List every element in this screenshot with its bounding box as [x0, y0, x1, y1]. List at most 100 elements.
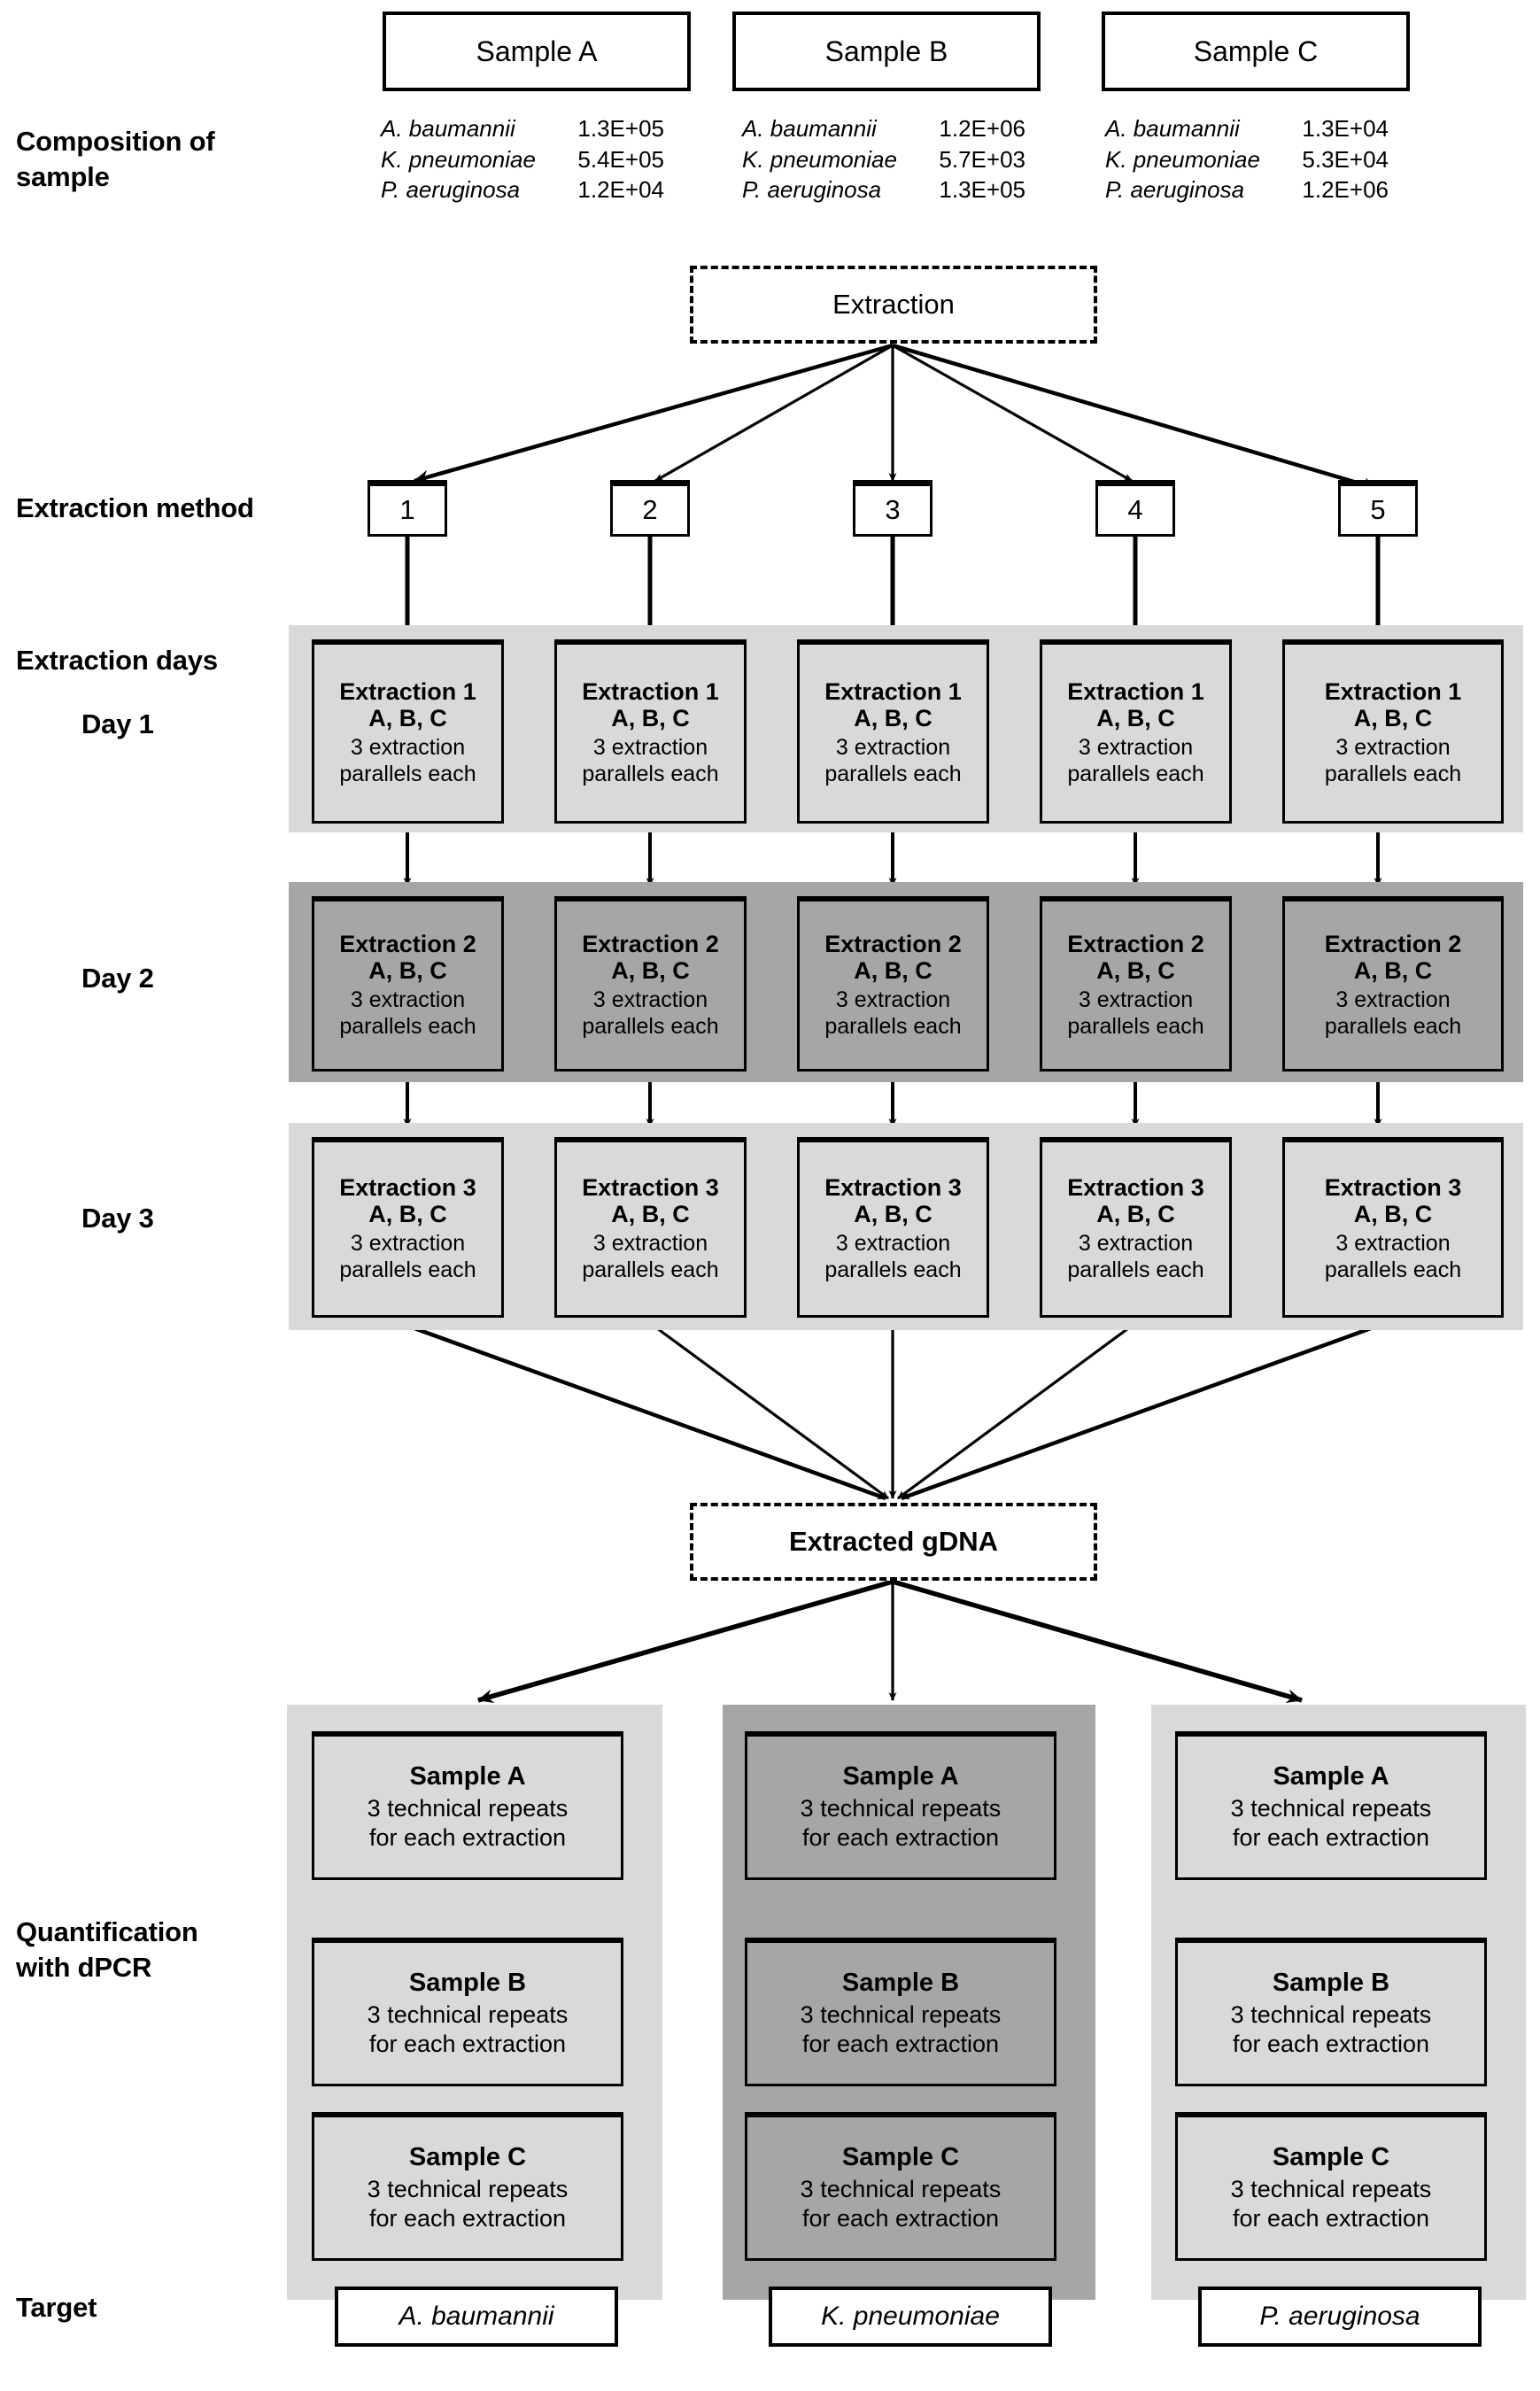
extracted-gdna-node[interactable]: Extracted gDNA	[690, 1503, 1097, 1581]
extraction-box-day2-method5[interactable]: Extraction 2 A, B, C 3 extraction parall…	[1282, 896, 1504, 1072]
composition-list-sample-c: A. baumannii 1.3E+04 K. pneumoniae 5.3E+…	[1105, 113, 1389, 205]
extraction-box-note-line2: parallels each	[339, 1257, 476, 1282]
quantification-box-note-line1: 3 technical repeats	[367, 2001, 569, 2029]
sample-box-b[interactable]: Sample B	[732, 12, 1041, 91]
extraction-box-samples: A, B, C	[854, 1201, 933, 1227]
quantification-box-col3-sample-c[interactable]: Sample C 3 technical repeats for each ex…	[1175, 2112, 1487, 2261]
quantification-box-note-line2: for each extraction	[801, 1824, 1000, 1852]
target-label: P. aeruginosa	[1259, 2302, 1420, 2331]
day2-to-day3-arrows	[403, 1082, 1382, 1127]
extraction-box-title: Extraction 1	[824, 677, 962, 705]
quantification-box-note-line2: for each extraction	[801, 2031, 1000, 2058]
extraction-box-samples: A, B, C	[1353, 1201, 1433, 1227]
quantification-band-column-2	[723, 1705, 1095, 2300]
target-box-k-pneumoniae[interactable]: K. pneumoniae	[769, 2287, 1052, 2347]
quantification-box-col1-sample-b[interactable]: Sample B 3 technical repeats for each ex…	[312, 1938, 623, 2086]
extraction-box-day3-method2[interactable]: Extraction 3 A, B, C 3 extraction parall…	[554, 1137, 747, 1318]
extraction-box-day2-method3[interactable]: Extraction 2 A, B, C 3 extraction parall…	[797, 896, 989, 1072]
extraction-method-box-4[interactable]: 4	[1095, 480, 1175, 537]
row-label-extraction-days: Extraction days	[16, 645, 218, 676]
row-label-extraction-method: Extraction method	[16, 492, 254, 523]
composition-row: P. aeruginosa 1.3E+05	[742, 174, 1025, 205]
extraction-method-label: 2	[642, 494, 658, 525]
extraction-box-day3-method5[interactable]: Extraction 3 A, B, C 3 extraction parall…	[1282, 1137, 1504, 1318]
extraction-box-day3-method3[interactable]: Extraction 3 A, B, C 3 extraction parall…	[797, 1137, 989, 1318]
extraction-box-note-line1: 3 extraction	[835, 1231, 951, 1257]
extraction-box-note-line2: parallels each	[1324, 1013, 1462, 1039]
extraction-box-title: Extraction 1	[1067, 677, 1204, 705]
quantification-box-note-line2: for each extraction	[1232, 2031, 1430, 2058]
sample-box-c[interactable]: Sample C	[1102, 12, 1410, 91]
extraction-day-band-1	[289, 625, 1523, 832]
extraction-box-day1-method3[interactable]: Extraction 1 A, B, C 3 extraction parall…	[797, 639, 989, 824]
quantification-box-col1-sample-c[interactable]: Sample C 3 technical repeats for each ex…	[312, 2112, 623, 2261]
quantification-box-col3-sample-a[interactable]: Sample A 3 technical repeats for each ex…	[1175, 1731, 1487, 1880]
quantification-box-note-line2: for each extraction	[368, 2031, 567, 2058]
extraction-method-box-2[interactable]: 2	[610, 480, 690, 537]
quantification-band-column-1	[287, 1705, 662, 2300]
extraction-box-title: Extraction 3	[1324, 1173, 1462, 1201]
species-value: 5.3E+04	[1302, 145, 1389, 173]
extraction-box-note-line2: parallels each	[824, 1013, 962, 1039]
extraction-box-samples: A, B, C	[368, 957, 447, 984]
extraction-box-note-line2: parallels each	[582, 1257, 719, 1282]
extraction-box-title: Extraction 3	[824, 1173, 962, 1201]
target-box-p-aeruginosa[interactable]: P. aeruginosa	[1198, 2287, 1482, 2347]
quantification-box-col2-sample-b[interactable]: Sample B 3 technical repeats for each ex…	[745, 1938, 1056, 2086]
species-value: 1.2E+06	[939, 115, 1025, 142]
extraction-box-note-line1: 3 extraction	[1335, 735, 1451, 761]
extraction-box-day1-method1[interactable]: Extraction 1 A, B, C 3 extraction parall…	[312, 639, 504, 824]
quantification-box-note-line2: for each extraction	[1232, 2205, 1430, 2232]
species-name: K. pneumoniae	[742, 145, 897, 173]
species-name: A. baumannii	[381, 115, 515, 142]
species-name: K. pneumoniae	[381, 145, 536, 173]
extraction-method-label: 3	[885, 494, 901, 525]
extraction-box-note-line1: 3 extraction	[350, 735, 466, 761]
extraction-box-day3-method1[interactable]: Extraction 3 A, B, C 3 extraction parall…	[312, 1137, 504, 1318]
extraction-box-note-line1: 3 extraction	[350, 1231, 466, 1257]
extraction-box-note-line2: parallels each	[1067, 1257, 1204, 1282]
extraction-box-day1-method2[interactable]: Extraction 1 A, B, C 3 extraction parall…	[554, 639, 747, 824]
extraction-box-note-line1: 3 extraction	[592, 1231, 708, 1257]
sample-box-a[interactable]: Sample A	[383, 12, 691, 91]
extraction-method-label: 1	[399, 494, 415, 525]
extraction-box-title: Extraction 3	[582, 1173, 719, 1201]
quantification-box-col3-sample-b[interactable]: Sample B 3 technical repeats for each ex…	[1175, 1938, 1487, 2086]
extraction-box-note-line1: 3 extraction	[1078, 735, 1194, 761]
species-value: 1.3E+04	[1302, 115, 1389, 142]
quantification-box-col2-sample-c[interactable]: Sample C 3 technical repeats for each ex…	[745, 2112, 1056, 2261]
quantification-box-note-line1: 3 technical repeats	[800, 2001, 1002, 2029]
extraction-method-box-5[interactable]: 5	[1338, 480, 1418, 537]
quantification-box-col1-sample-a[interactable]: Sample A 3 technical repeats for each ex…	[312, 1731, 623, 1880]
quantification-box-title: Sample A	[842, 1761, 959, 1791]
quantification-box-title: Sample B	[408, 1968, 527, 1997]
quantification-box-note-line2: for each extraction	[368, 2205, 567, 2232]
extraction-method-box-3[interactable]: 3	[853, 480, 933, 537]
extraction-box-note-line2: parallels each	[339, 761, 476, 786]
extraction-box-day3-method4[interactable]: Extraction 3 A, B, C 3 extraction parall…	[1040, 1137, 1232, 1318]
row-label-day-1: Day 1	[81, 708, 154, 739]
extraction-node[interactable]: Extraction	[690, 266, 1097, 344]
sample-box-c-label: Sample C	[1193, 35, 1319, 67]
extraction-box-note-line1: 3 extraction	[835, 987, 951, 1013]
composition-list-sample-b: A. baumannii 1.2E+06 K. pneumoniae 5.7E+…	[742, 113, 1025, 205]
extraction-box-samples: A, B, C	[1353, 957, 1433, 984]
extraction-box-day2-method1[interactable]: Extraction 2 A, B, C 3 extraction parall…	[312, 896, 504, 1072]
extraction-to-methods-arrows	[414, 343, 1379, 491]
extraction-box-day1-method4[interactable]: Extraction 1 A, B, C 3 extraction parall…	[1040, 639, 1232, 824]
extraction-box-samples: A, B, C	[1096, 1201, 1175, 1227]
composition-row: A. baumannii 1.3E+04	[1105, 113, 1389, 144]
extraction-box-day2-method2[interactable]: Extraction 2 A, B, C 3 extraction parall…	[554, 896, 747, 1072]
extraction-box-note-line2: parallels each	[1324, 1257, 1462, 1282]
extraction-box-note-line2: parallels each	[582, 761, 719, 786]
extraction-box-day2-method4[interactable]: Extraction 2 A, B, C 3 extraction parall…	[1040, 896, 1232, 1072]
species-value: 1.3E+05	[939, 176, 1025, 204]
target-box-a-baumannii[interactable]: A. baumannii	[335, 2287, 618, 2347]
quantification-box-col2-sample-a[interactable]: Sample A 3 technical repeats for each ex…	[745, 1731, 1056, 1880]
extraction-method-box-1[interactable]: 1	[368, 480, 447, 537]
quantification-box-note-line1: 3 technical repeats	[800, 1795, 1002, 1822]
extraction-box-note-line2: parallels each	[1067, 761, 1204, 786]
quantification-box-title: Sample C	[408, 2142, 527, 2171]
extraction-box-day1-method5[interactable]: Extraction 1 A, B, C 3 extraction parall…	[1282, 639, 1504, 824]
